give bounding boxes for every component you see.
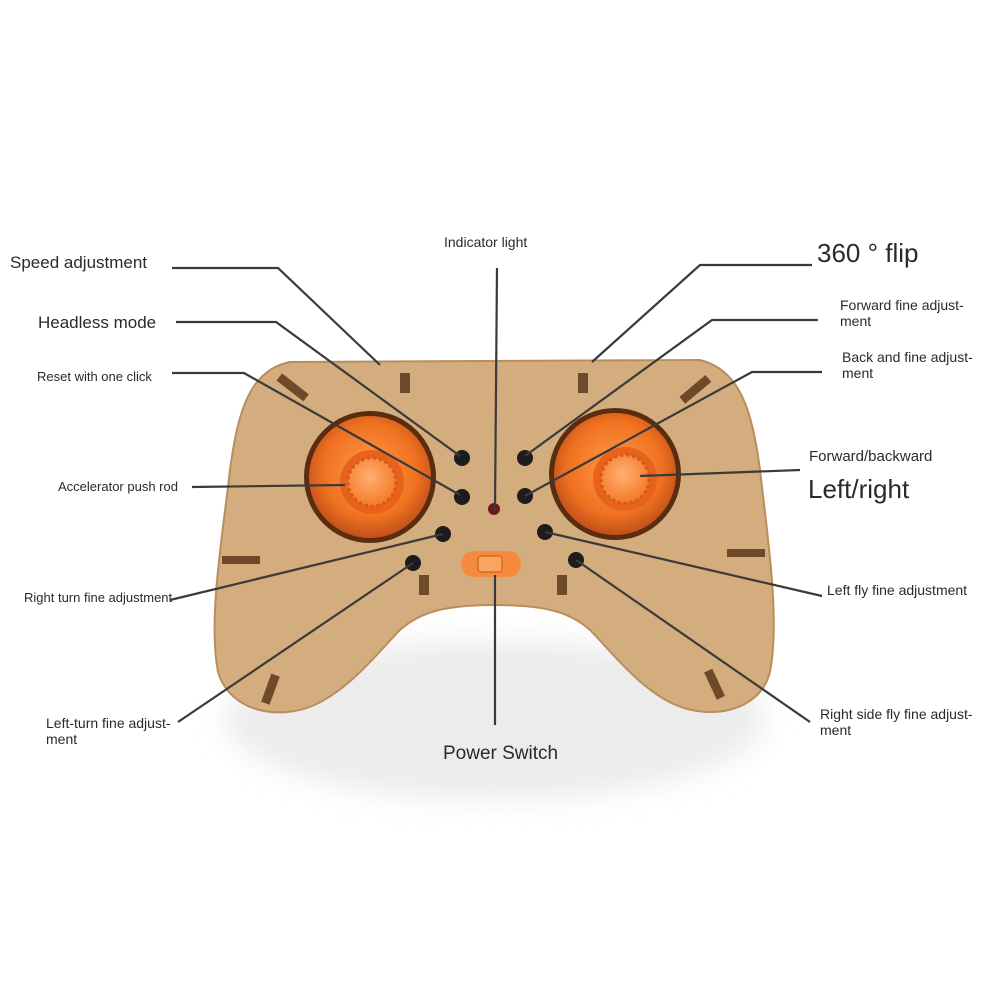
label-line: Forward fine adjust- [840,297,964,313]
leader-line [169,532,444,602]
label-headless-mode: Headless mode [38,313,157,332]
label-left-fly-fine-adjustment: Left fly fine adjustment [827,582,968,598]
left-joystick-icon [304,411,436,543]
label-left-right: Left/right [808,474,910,504]
power-switch [461,551,521,577]
label-line: ment [820,722,852,739]
label-right-side-fly-fine-adjustment: Right side fly fine adjust- ment [820,706,973,738]
label-360-flip: 360 ° flip [817,238,919,268]
label-reset-with-one-click: Reset with one click [37,369,152,384]
leader-lines [169,263,823,725]
leader-line [172,371,461,496]
label-line: Right side fly fine adjust- [820,706,973,722]
label-forward-backward: Forward/backward [809,448,933,465]
tab-slot [419,575,429,595]
tab-slot [276,373,309,402]
tab-slot [557,575,567,595]
tab-slot [704,668,725,700]
label-line: ment [840,313,872,330]
tab-slot [679,375,712,404]
leader-line [493,267,499,511]
leader-line [544,530,823,598]
label-speed-adjustment: Speed adjustment [10,253,148,272]
leader-line [176,320,461,457]
tab-slot [727,549,765,557]
right-joystick-icon [549,408,681,540]
wood-tabs [222,373,765,705]
label-indicator-light: Indicator light [444,234,528,250]
label-line: Back and fine adjust- [842,349,973,365]
label-forward-fine-adjustment: Forward fine adjust- ment [840,297,964,329]
tab-slot [261,673,280,705]
leader-line [177,562,414,723]
reset-button [454,489,470,505]
label-line: Left-turn fine adjust- [46,715,171,731]
label-power-switch: Power Switch [443,743,559,764]
label-line: ment [46,731,78,748]
label-right-turn-fine-adjustment: Right turn fine adjustment [24,590,173,605]
tab-slot [400,373,410,393]
leader-line [191,483,346,489]
leader-line [591,263,812,363]
label-back-and-fine-adjustment: Back and fine adjust- ment [842,349,973,381]
leader-line [524,318,818,457]
label-accelerator-push-rod: Accelerator push rod [58,479,178,494]
leader-line [639,468,801,478]
label-line: ment [842,365,874,382]
tab-slot [222,556,260,564]
label-left-turn-fine-adjustment: Left-turn fine adjust- ment [46,715,171,747]
leader-line [524,370,822,497]
leader-line [575,559,811,723]
leader-line [172,266,381,366]
tab-slot [578,373,588,393]
